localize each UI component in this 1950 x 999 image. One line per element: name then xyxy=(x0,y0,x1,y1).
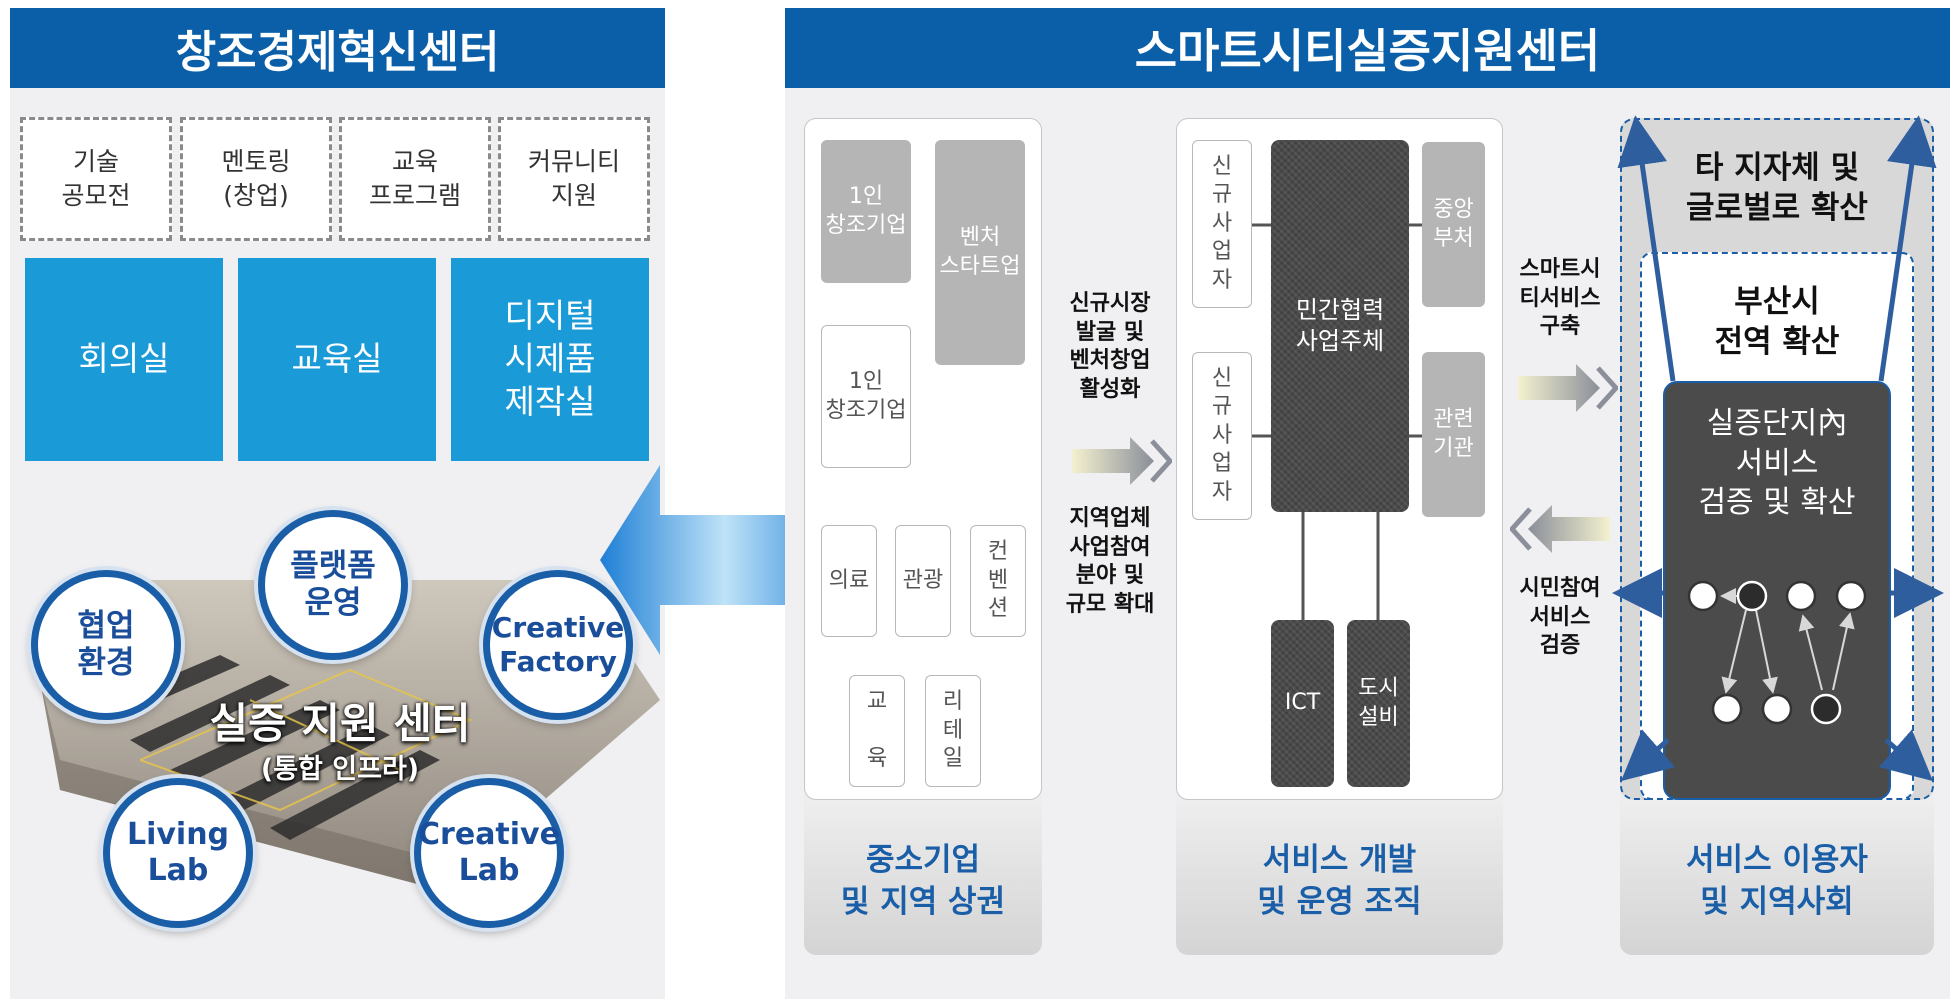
central-ministry: 중앙 부처 xyxy=(1422,142,1485,307)
col1-label-bg xyxy=(804,775,1042,955)
circle-living-lab: Living Lab xyxy=(103,778,253,928)
sector-retail: 리 테 일 xyxy=(925,675,981,787)
sector-education: 교 육 xyxy=(849,675,905,787)
service-box-community: 커뮤니티 지원 xyxy=(498,117,650,241)
flow2-bottom-text: 시민참여 서비스 검증 xyxy=(1519,576,1601,659)
circle-creative-lab: Creative Lab xyxy=(414,778,564,928)
right-header: 스마트시티실증지원센터 xyxy=(785,8,1950,88)
center-title-text: 실증 지원 센터 (통합 인프라) xyxy=(140,690,540,786)
private-partnership-entity: 민간협력 사업주체 xyxy=(1271,140,1409,512)
center-subtitle: (통합 인프라) xyxy=(260,754,420,785)
ict-box: ICT xyxy=(1271,620,1334,787)
room-meeting: 회의실 xyxy=(25,258,223,461)
sector-tourism: 관광 xyxy=(895,525,951,637)
right-arrow-icon-2 xyxy=(1518,364,1618,412)
related-agency: 관련 기관 xyxy=(1422,352,1485,517)
center-title: 실증 지원 센터 xyxy=(209,699,471,748)
new-business-operator-1: 신 규 사 업 자 xyxy=(1192,140,1252,308)
left-title: 창조경제혁신센터 xyxy=(175,27,500,78)
left-arrow-icon xyxy=(1510,505,1610,553)
new-business-operator-2: 신 규 사 업 자 xyxy=(1192,352,1252,520)
col2-label: 서비스 개발 및 운영 조직 xyxy=(1257,842,1422,920)
col3-label-bg xyxy=(1620,775,1934,955)
service-box-education: 교육 프로그램 xyxy=(339,117,491,241)
box-one-person-company-1: 1인 창조기업 xyxy=(821,140,911,283)
service-box-contest: 기술 공모전 xyxy=(20,117,172,241)
circle-platform: 플랫폼 운영 xyxy=(258,510,408,660)
urban-facility-box: 도시 설비 xyxy=(1347,620,1410,787)
box-one-person-company-2: 1인 창조기업 xyxy=(821,325,911,468)
bidirectional-arrow-icon xyxy=(600,465,850,655)
col3-label: 서비스 이용자 및 지역사회 xyxy=(1686,842,1868,920)
col1-label: 중소기업 및 지역 상권 xyxy=(840,842,1006,920)
inner-region-text: 실증단지內 서비스 검증 및 확산 xyxy=(1698,406,1856,521)
circle-collaboration: 협업 환경 xyxy=(31,570,181,720)
right-arrow-icon xyxy=(1072,437,1172,485)
room-education: 교육실 xyxy=(238,258,436,461)
sector-convention: 컨 벤 션 xyxy=(970,525,1026,637)
service-box-mentoring: 멘토링 (창업) xyxy=(180,117,332,241)
flow1-bottom-text: 지역업체 사업참여 분야 및 규모 확대 xyxy=(1065,506,1155,617)
room-digital-prototype: 디지털 시제품 제작실 xyxy=(451,258,649,461)
circle-creative-factory: Creative Factory xyxy=(483,570,633,720)
left-header: 창조경제혁신센터 xyxy=(10,8,665,88)
middle-region-text: 부산시 전역 확산 xyxy=(1714,284,1840,361)
flow2-top-text: 스마트시 티서비스 구축 xyxy=(1519,257,1601,340)
flow1-top-text: 신규시장 발굴 및 벤처창업 활성화 xyxy=(1069,291,1151,402)
outer-region-text: 타 지자체 및 글로벌로 확산 xyxy=(1686,150,1868,227)
box-venture-startup: 벤처 스타트업 xyxy=(935,140,1025,365)
right-title: 스마트시티실증지원센터 xyxy=(1134,24,1601,78)
col2-label-bg xyxy=(1176,775,1503,955)
sector-medical: 의료 xyxy=(821,525,877,637)
